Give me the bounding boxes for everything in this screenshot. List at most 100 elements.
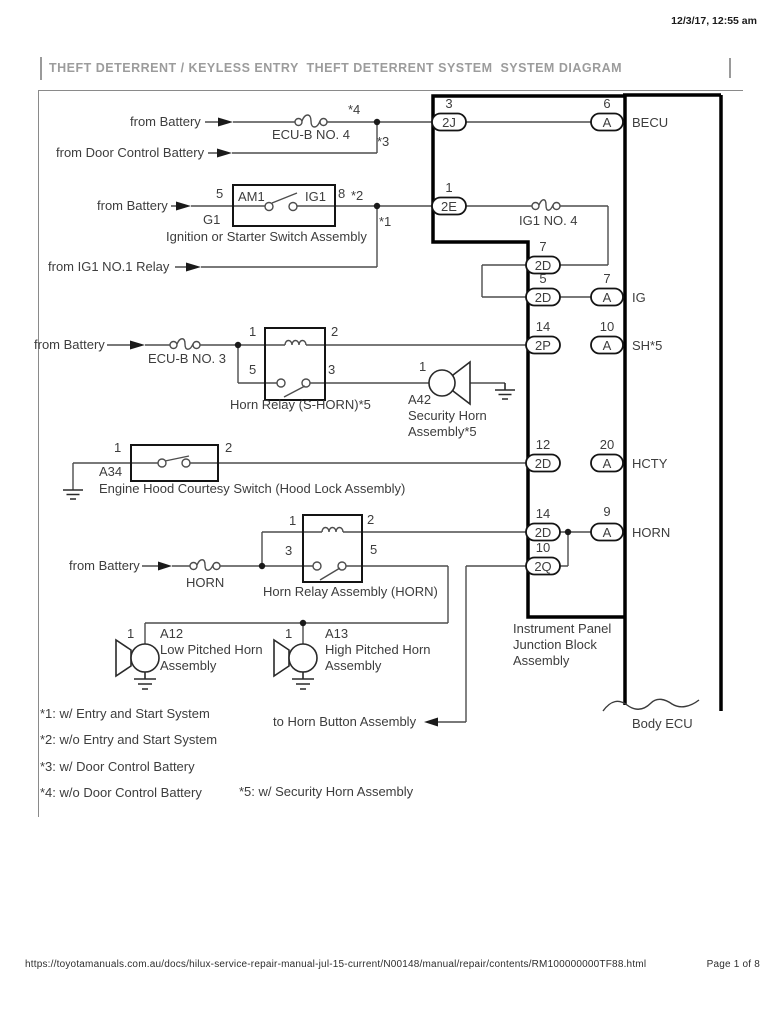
connector-label: 2D — [534, 290, 552, 305]
component-caption: High Pitched Horn — [325, 642, 431, 657]
signal-label: HORN — [632, 525, 671, 540]
pin-number: 5 — [539, 271, 547, 286]
pin-number: 20 — [599, 437, 615, 452]
source-label: from Battery — [130, 114, 201, 129]
connector-label: 2D — [534, 525, 552, 540]
timestamp: 12/3/17, 12:55 am — [671, 15, 757, 27]
source-label: from Battery — [34, 337, 105, 352]
pin-number: 10 — [535, 540, 551, 555]
footnote: *1: w/ Entry and Start System — [40, 706, 210, 721]
star-note: *2 — [351, 188, 364, 203]
header-rule-right — [729, 58, 731, 78]
component-caption: Instrument Panel — [513, 621, 612, 636]
switch-contact-icon-ignition — [264, 192, 298, 212]
connector-label: 2E — [441, 199, 457, 214]
switch-contact-icon-shorn — [276, 378, 311, 398]
horn-speaker-icon-security — [428, 360, 471, 406]
pin-number: 2 — [367, 512, 375, 527]
header-rule-left — [40, 57, 42, 80]
connector-label: A — [602, 115, 612, 130]
pin-number: 2 — [225, 440, 233, 455]
pin-number: 1 — [289, 513, 297, 528]
pin-number: 3 — [285, 543, 293, 558]
signal-label: BECU — [632, 115, 669, 130]
pin-number: 1 — [285, 626, 293, 641]
component-caption: Junction Block — [513, 637, 597, 652]
junction-block-outline — [431, 94, 625, 619]
fuse-icon-ecu-b-no3 — [169, 338, 201, 350]
connector-label: 2J — [442, 115, 456, 130]
horn-speaker-icon-high — [273, 638, 318, 678]
component-caption: Assembly — [513, 653, 570, 668]
destination-label: to Horn Button Assembly — [273, 714, 417, 729]
component-caption: Engine Hood Courtesy Switch (Hood Lock A… — [99, 481, 406, 496]
pin-number: 1 — [419, 359, 427, 374]
page-title: THEFT DETERRENT / KEYLESS ENTRY THEFT DE… — [49, 61, 623, 75]
pin-number: 5 — [249, 362, 257, 377]
diagram-border-top — [38, 90, 743, 91]
fuse-label: HORN — [186, 575, 225, 590]
component-caption: Assembly — [160, 658, 217, 673]
star-note: *1 — [379, 214, 392, 229]
pin-number: 14 — [535, 319, 551, 334]
pin-number: 5 — [216, 186, 224, 201]
pin-number: 1 — [127, 626, 135, 641]
footer-page-number: Page 1 of 8 — [706, 959, 760, 970]
terminal-label: G1 — [203, 212, 221, 227]
ground-icon-low-horn — [134, 672, 156, 690]
ground-icon-security-horn — [495, 383, 515, 400]
connector-label: 2D — [534, 456, 552, 471]
junction-dots — [234, 118, 572, 627]
pin-number: 3 — [328, 362, 336, 377]
terminal-label: AM1 — [238, 189, 265, 204]
wires — [72, 121, 609, 723]
pin-number: 12 — [535, 437, 551, 452]
pin-number: 5 — [370, 542, 378, 557]
component-caption: Body ECU — [632, 716, 693, 731]
pin-number: 7 — [603, 271, 611, 286]
connector-label: A — [602, 456, 612, 471]
fuse-icon-horn — [189, 559, 221, 571]
component-code: A34 — [99, 464, 123, 479]
footnote: *4: w/o Door Control Battery — [40, 785, 202, 800]
connector-label: 2Q — [534, 559, 552, 574]
horn-speaker-icon-low — [115, 638, 160, 678]
body-ecu-break-line — [602, 698, 700, 712]
ignition-switch-box — [232, 184, 336, 227]
terminal-label: IG1 — [305, 189, 326, 204]
pin-number: 1 — [249, 324, 257, 339]
component-code: A13 — [325, 626, 349, 641]
ground-icon-high-horn — [292, 672, 314, 690]
pin-number: 7 — [539, 239, 547, 254]
flow-arrow-icons — [130, 117, 438, 727]
component-caption: Security Horn — [408, 408, 487, 423]
fuse-label: ECU-B NO. 3 — [148, 351, 227, 366]
component-code: A42 — [408, 392, 432, 407]
fuse-icon-ig1-no4 — [531, 199, 561, 211]
body-ecu-outline — [623, 93, 723, 711]
footer-url: https://toyotamanuals.com.au/docs/hilux-… — [25, 959, 647, 970]
connector-label: A — [602, 338, 612, 353]
component-caption: Assembly — [325, 658, 382, 673]
component-caption: Low Pitched Horn — [160, 642, 263, 657]
source-label: from Battery — [69, 558, 140, 573]
connector-ovals — [431, 112, 624, 576]
horn-relay-box — [302, 514, 363, 583]
pin-number: 2 — [331, 324, 339, 339]
pin-number: 6 — [603, 96, 611, 111]
pin-number: 9 — [603, 504, 611, 519]
connector-label: 2P — [535, 338, 551, 353]
footnote: *3: w/ Door Control Battery — [40, 759, 195, 774]
diagram-border-left — [38, 90, 39, 817]
pin-number: 1 — [114, 440, 122, 455]
fuse-label: ECU-B NO. 4 — [272, 127, 351, 142]
hood-switch-box — [130, 444, 219, 482]
connector-label: A — [602, 290, 612, 305]
star-note: *4 — [348, 102, 361, 117]
pin-number: 3 — [445, 96, 453, 111]
pin-number: 10 — [599, 319, 615, 334]
component-caption: Horn Relay Assembly (HORN) — [263, 584, 438, 599]
switch-contact-icon-hood — [157, 455, 191, 468]
connector-label: A — [602, 525, 612, 540]
component-caption: Horn Relay (S-HORN)*5 — [230, 397, 371, 412]
